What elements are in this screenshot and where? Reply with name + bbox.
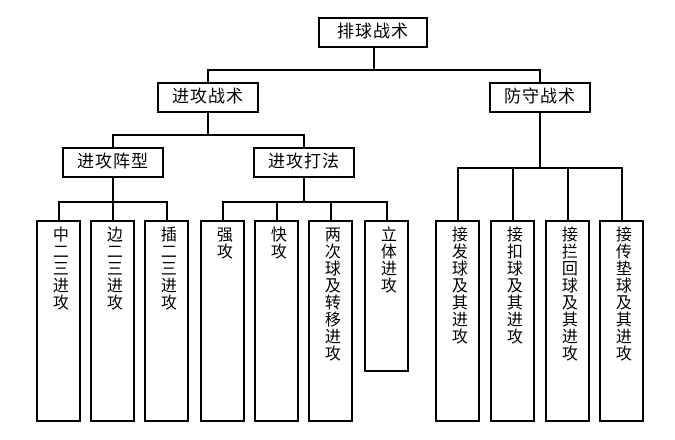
connector-defense-drop-3 xyxy=(567,167,569,221)
connector-style-drop-2 xyxy=(276,201,278,221)
node-offense-formation[interactable]: 进攻阵型 xyxy=(62,147,164,178)
node-leaf-litijingong-label: 立体进攻 xyxy=(377,226,397,294)
connector-to-offense xyxy=(207,69,209,87)
node-root-label: 排球战术 xyxy=(337,22,409,42)
connector-defense-stem xyxy=(539,113,541,168)
node-leaf-zhong-ersan[interactable]: 中二三进攻 xyxy=(36,220,81,422)
connector-style-drop-3 xyxy=(330,201,332,221)
node-leaf-bian-ersan[interactable]: 边二三进攻 xyxy=(90,220,135,422)
node-leaf-jie-chuandianqiu[interactable]: 接传垫球及其进攻 xyxy=(599,220,644,422)
node-offense-style-label: 进攻打法 xyxy=(268,152,340,172)
connector-offense-stem xyxy=(207,113,209,135)
connector-defense-drop-4 xyxy=(621,167,623,221)
connector-formation-drop-1 xyxy=(58,201,60,221)
node-leaf-qianggong[interactable]: 强攻 xyxy=(200,220,245,422)
node-leaf-kuaigong[interactable]: 快攻 xyxy=(254,220,299,422)
connector-to-offense-formation xyxy=(112,134,114,152)
node-offense-label: 进攻战术 xyxy=(172,87,244,107)
node-leaf-kuaigong-label: 快攻 xyxy=(267,226,287,260)
connector-formation-drop-2 xyxy=(112,201,114,221)
node-offense-style[interactable]: 进攻打法 xyxy=(253,147,355,178)
connector-level3-bus xyxy=(112,134,305,136)
node-leaf-jie-lanhuiqiu[interactable]: 接拦回球及其进攻 xyxy=(545,220,590,422)
connector-defense-bus xyxy=(457,167,623,169)
node-root[interactable]: 排球战术 xyxy=(318,17,428,48)
node-leaf-bian-ersan-label: 边二三进攻 xyxy=(103,226,123,311)
node-leaf-cha-ersan[interactable]: 插二三进攻 xyxy=(144,220,189,422)
node-leaf-jie-chuandianqiu-label: 接传垫球及其进攻 xyxy=(612,226,632,362)
connector-to-offense-style xyxy=(303,134,305,152)
connector-to-defense xyxy=(539,69,541,87)
connector-style-bus xyxy=(222,201,388,203)
node-leaf-liangciqiu[interactable]: 两次球及转移进攻 xyxy=(308,220,353,422)
node-defense[interactable]: 防守战术 xyxy=(489,82,591,113)
connector-level2-bus xyxy=(207,69,541,71)
node-leaf-jie-faqiu-label: 接发球及其进攻 xyxy=(448,226,468,345)
connector-defense-drop-2 xyxy=(512,167,514,221)
connector-style-drop-4 xyxy=(386,201,388,221)
node-leaf-jie-kouqiu[interactable]: 接扣球及其进攻 xyxy=(490,220,535,422)
connector-style-drop-1 xyxy=(222,201,224,221)
node-leaf-jie-lanhuiqiu-label: 接拦回球及其进攻 xyxy=(558,226,578,362)
connector-formation-stem xyxy=(112,178,114,202)
node-leaf-litijingong[interactable]: 立体进攻 xyxy=(364,220,409,372)
node-leaf-liangciqiu-label: 两次球及转移进攻 xyxy=(321,226,341,362)
node-leaf-zhong-ersan-label: 中二三进攻 xyxy=(49,226,69,311)
connector-root-stem xyxy=(373,48,375,70)
node-leaf-qianggong-label: 强攻 xyxy=(213,226,233,260)
node-leaf-jie-kouqiu-label: 接扣球及其进攻 xyxy=(503,226,523,345)
node-offense[interactable]: 进攻战术 xyxy=(157,82,259,113)
connector-defense-drop-1 xyxy=(457,167,459,221)
node-offense-formation-label: 进攻阵型 xyxy=(77,152,149,172)
connector-formation-drop-3 xyxy=(166,201,168,221)
connector-style-stem xyxy=(303,178,305,202)
node-leaf-jie-faqiu[interactable]: 接发球及其进攻 xyxy=(435,220,480,422)
node-defense-label: 防守战术 xyxy=(504,87,576,107)
node-leaf-cha-ersan-label: 插二三进攻 xyxy=(157,226,177,311)
